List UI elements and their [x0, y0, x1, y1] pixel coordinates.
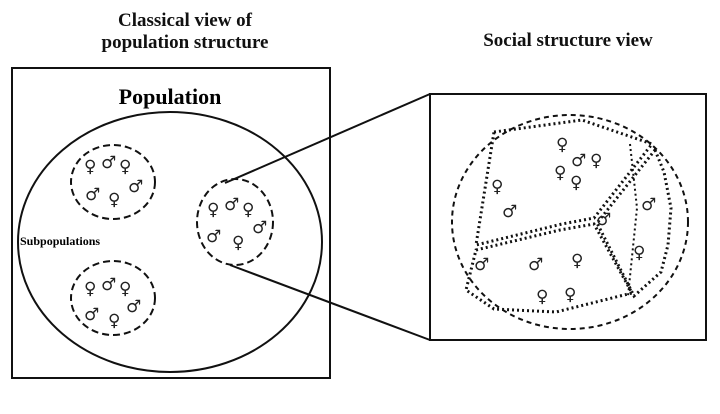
male-symbol: ♂ — [641, 195, 656, 215]
social-group-bottom — [464, 222, 635, 314]
female-symbol: ♀ — [491, 177, 503, 197]
social-group-top — [474, 118, 655, 247]
female-symbol: ♀ — [564, 285, 576, 305]
subpopulation-top — [70, 144, 156, 220]
subpopulation-bottom — [70, 260, 156, 336]
male-symbol: ♂ — [528, 255, 543, 275]
female-symbol: ♀ — [633, 243, 645, 263]
male-symbol: ♂ — [571, 151, 586, 171]
female-symbol: ♀ — [590, 151, 602, 171]
male-symbol: ♂ — [224, 195, 239, 215]
male-symbol: ♂ — [252, 218, 267, 238]
zoom-line-bottom — [229, 264, 431, 341]
classical-view-caption: Classical view of population structure — [40, 10, 330, 54]
male-symbol: ♂ — [206, 227, 221, 247]
female-symbol: ♀ — [536, 287, 548, 307]
female-symbol: ♀ — [554, 163, 566, 183]
female-symbol: ♀ — [570, 173, 582, 193]
male-symbol: ♂ — [502, 202, 517, 222]
female-symbol: ♀ — [232, 233, 244, 253]
male-symbol: ♂ — [85, 185, 100, 205]
female-symbol: ♀ — [84, 157, 96, 177]
male-symbol: ♂ — [126, 297, 141, 317]
male-symbol: ♂ — [128, 177, 143, 197]
male-symbol: ♂ — [596, 210, 611, 230]
female-symbol: ♀ — [108, 190, 120, 210]
social-population-circle — [451, 114, 689, 330]
male-symbol: ♂ — [101, 153, 116, 173]
female-symbol: ♀ — [119, 157, 131, 177]
female-symbol: ♀ — [207, 200, 219, 220]
subpopulations-label: Subpopulations — [20, 234, 101, 248]
population-label: Population — [118, 84, 222, 109]
female-symbol: ♀ — [571, 251, 583, 271]
classical-caption-line2: population structure — [101, 31, 269, 53]
female-symbol: ♀ — [84, 279, 96, 299]
population-circle — [17, 111, 323, 373]
social-group-right — [595, 147, 673, 299]
zoom-line-top — [224, 93, 431, 184]
social-group-divider — [627, 143, 639, 297]
male-symbol: ♂ — [474, 255, 489, 275]
classical-view-box — [11, 67, 331, 379]
classical-caption-line1: Classical view of — [117, 10, 253, 31]
female-symbol: ♀ — [556, 135, 568, 155]
male-symbol: ♂ — [84, 305, 99, 325]
female-symbol: ♀ — [119, 279, 131, 299]
female-symbol: ♀ — [108, 311, 120, 331]
social-view-caption: Social structure view — [483, 30, 653, 51]
social-view-box — [429, 93, 707, 341]
female-symbol: ♀ — [242, 200, 254, 220]
male-symbol: ♂ — [101, 275, 116, 295]
